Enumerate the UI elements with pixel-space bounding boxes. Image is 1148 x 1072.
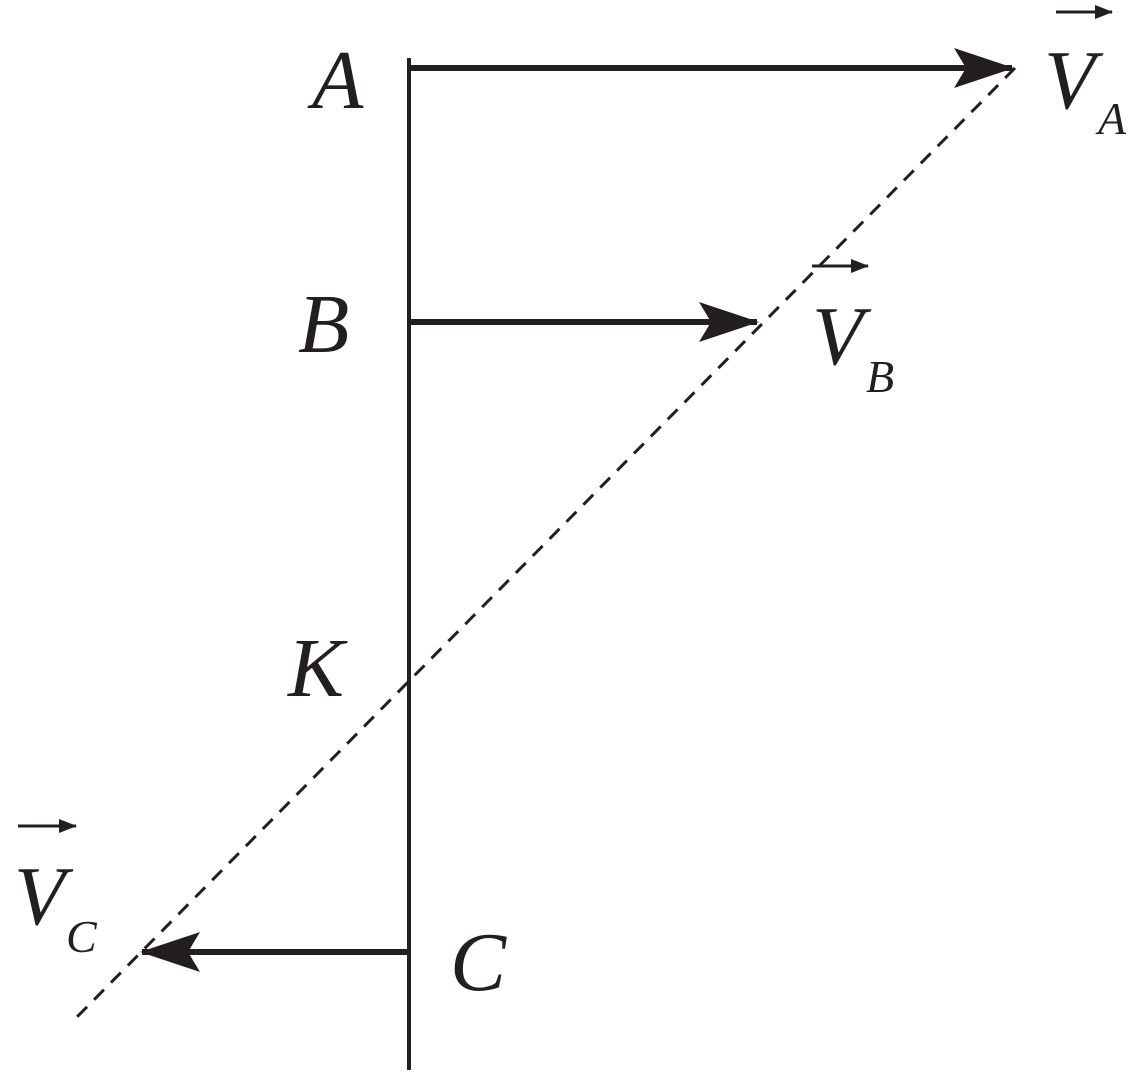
vector-label-vb: V B: [812, 259, 894, 402]
vector-subscript: B: [866, 351, 894, 402]
dashed-velocity-line: [70, 66, 1017, 1024]
vector-label-va: V A: [1044, 5, 1127, 144]
point-label-b: B: [298, 278, 349, 371]
vector-symbol: V: [812, 290, 872, 383]
vector-symbol: V: [14, 850, 74, 943]
vector-subscript: A: [1095, 93, 1127, 144]
point-label-k: K: [287, 622, 348, 715]
vector-symbol: V: [1044, 34, 1104, 127]
point-label-c: C: [450, 916, 507, 1009]
vector-subscript: C: [66, 911, 98, 962]
vector-label-vc: V C: [14, 819, 98, 962]
point-label-a: A: [307, 34, 364, 127]
